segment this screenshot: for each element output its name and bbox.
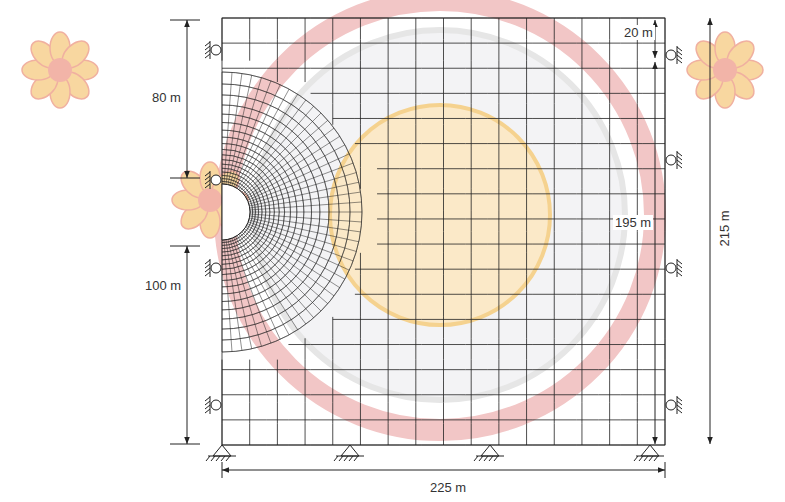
supports	[205, 41, 682, 461]
fe-mesh	[222, 18, 665, 445]
tunnel	[222, 184, 250, 240]
dimension-label: 195 m	[613, 215, 653, 230]
dimension-label: 80 m	[150, 90, 183, 105]
watermark	[22, 0, 763, 430]
dimension-lines	[170, 18, 710, 478]
dimension-label: 215 m	[716, 208, 731, 248]
dimension-label: 100 m	[143, 278, 183, 293]
dimension-label: 225 m	[428, 480, 468, 495]
dimension-label: 20 m	[622, 25, 655, 40]
